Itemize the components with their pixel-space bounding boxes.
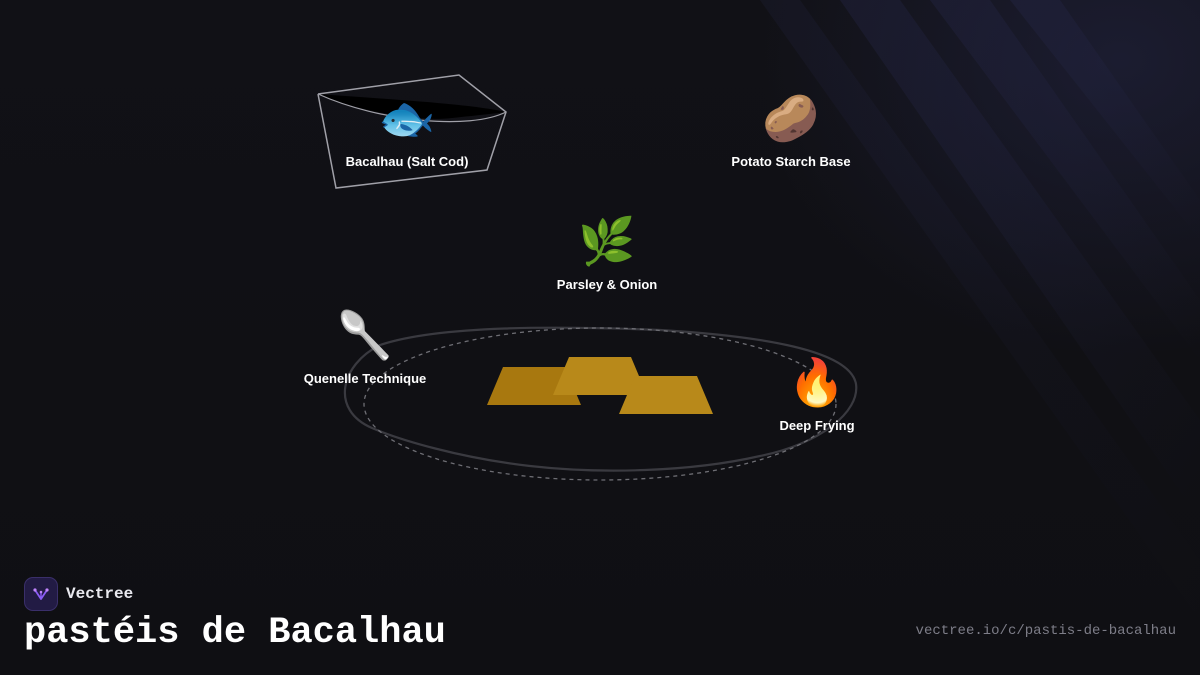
node-label: Bacalhau (Salt Cod)	[345, 154, 469, 169]
plate-outline	[343, 326, 858, 472]
node-frying: 🔥 Deep Frying	[779, 354, 854, 433]
fish-icon: 🐟	[378, 91, 436, 145]
node-label: Deep Frying	[779, 418, 855, 433]
node-parsley: 🌿 Parsley & Onion	[557, 213, 657, 292]
node-label: Potato Starch Base	[731, 154, 851, 169]
vectree-tree-icon	[24, 577, 58, 611]
brand-name: Vectree	[66, 585, 134, 603]
page-url[interactable]: vectree.io/c/pastis-de-bacalhau	[915, 623, 1176, 639]
fire-icon: 🔥	[788, 355, 846, 409]
spoon-icon: 🥄	[336, 308, 394, 362]
box-rim-curve	[317, 93, 507, 123]
node-label: Parsley & Onion	[556, 277, 658, 292]
plate-dashed-rim	[363, 327, 837, 481]
pasteis-group	[487, 357, 713, 414]
plate	[343, 326, 858, 481]
page-title: pastéis de Bacalhau	[24, 612, 446, 654]
pastel-left	[487, 367, 581, 405]
brand[interactable]: Vectree	[24, 577, 133, 611]
node-bacalhau: 🐟 Bacalhau (Salt Cod)	[346, 90, 469, 169]
potato-icon: 🥔	[762, 91, 820, 145]
node-quenelle: 🥄 Quenelle Technique	[304, 307, 427, 386]
pastel-middle	[553, 357, 647, 395]
node-potato: 🥔 Potato Starch Base	[731, 90, 850, 169]
ingredient-box	[317, 74, 507, 189]
node-label: Quenelle Technique	[303, 371, 427, 386]
box-outline	[317, 74, 507, 189]
herb-icon: 🌿	[578, 214, 636, 268]
box-inner-shadow	[318, 94, 506, 119]
pastel-right	[619, 376, 713, 414]
